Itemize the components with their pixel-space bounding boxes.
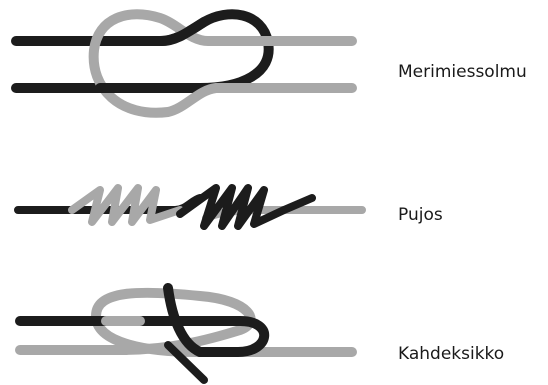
reef-knot-illustration bbox=[11, 9, 357, 118]
knot-label-splice: Pujos bbox=[398, 205, 443, 225]
reef-knot-light-rope bbox=[88, 9, 357, 118]
figure-eight-dark-rope bbox=[15, 283, 270, 357]
reef-knot-dark-rope bbox=[11, 9, 274, 93]
reef-knot-dark-crossing-top bbox=[115, 17, 209, 46]
knot-label-figure-eight: Kahdeksikko bbox=[398, 344, 505, 364]
splice-light-wraps bbox=[68, 184, 184, 226]
knot-label-reef: Merimiessolmu bbox=[398, 62, 527, 82]
figure-eight-light-rope bbox=[15, 287, 357, 357]
splice-illustration bbox=[14, 184, 366, 230]
figure-eight-illustration bbox=[15, 283, 357, 384]
splice-dark-wraps bbox=[176, 184, 316, 230]
figure-eight-dark-tail bbox=[164, 341, 208, 384]
